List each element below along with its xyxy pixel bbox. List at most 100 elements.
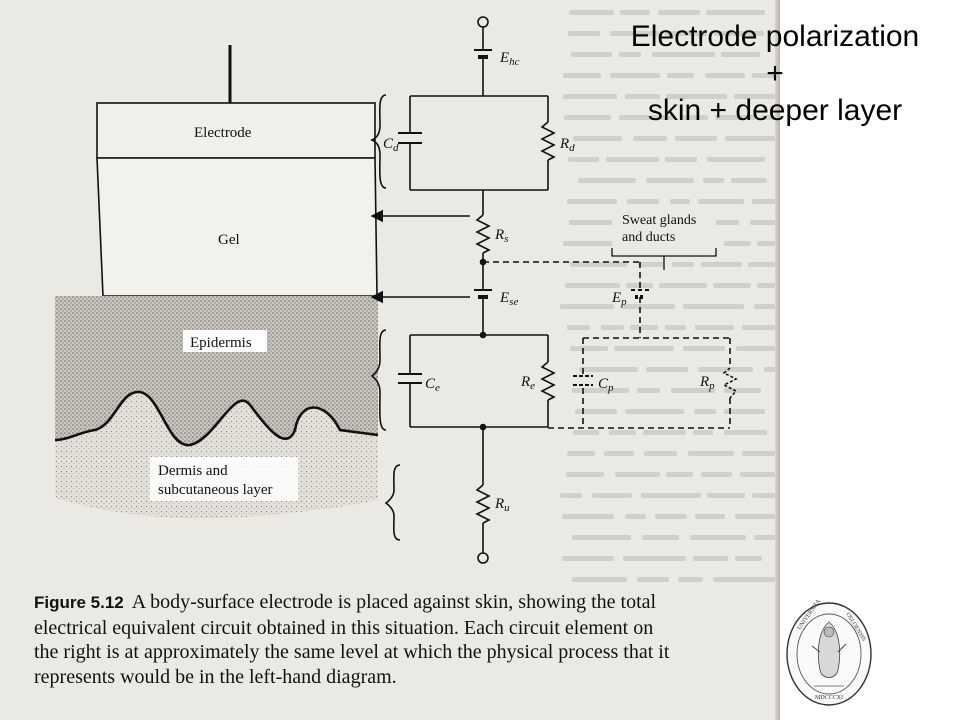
bleed-through-line <box>571 52 612 57</box>
bleed-through-line <box>625 409 684 414</box>
bleed-through-line <box>671 388 715 393</box>
terminal-top <box>477 16 489 28</box>
bleed-through-line <box>564 115 611 120</box>
bleed-through-line <box>698 367 753 372</box>
bleed-through-line <box>761 115 775 120</box>
bleed-through-line <box>683 346 725 351</box>
bleed-through-line <box>724 409 765 414</box>
label-rd: Rd <box>559 136 575 154</box>
brace-dermis <box>384 464 401 541</box>
bleed-through-line <box>573 136 622 141</box>
bleed-through-line <box>752 199 775 204</box>
bleed-through-line <box>569 220 628 225</box>
bleed-through-line <box>633 136 667 141</box>
bleed-through-line <box>713 283 751 288</box>
bleed-through-line <box>735 514 775 519</box>
epidermis-label: Epidermis <box>190 335 252 351</box>
bleed-through-line <box>678 577 703 582</box>
bleed-through-line <box>695 325 734 330</box>
electrode-label: Electrode <box>194 125 252 141</box>
slide-title-line2: + <box>766 57 784 90</box>
bleed-through-line <box>630 325 658 330</box>
bleed-through-line <box>666 94 727 99</box>
label-ese: Ese <box>499 290 518 308</box>
slide-title: Electrode polarization + skin + deeper l… <box>590 18 960 129</box>
bleed-through-line <box>610 31 659 36</box>
skin-layer-diagram: Electrode Gel Epidermis Dermis and subcu… <box>54 45 379 519</box>
bleed-through-line <box>601 325 624 330</box>
bleed-through-line <box>714 31 764 36</box>
dermis-label-line1: Dermis and <box>158 463 228 479</box>
bleed-through-text <box>560 10 775 582</box>
bleed-through-line <box>565 283 620 288</box>
bleed-through-line <box>725 136 775 141</box>
figure-label: Figure 5.12 <box>34 593 124 612</box>
bleed-through-line <box>619 52 641 57</box>
bleed-through-line <box>625 514 646 519</box>
sweat-label-bg <box>612 208 716 248</box>
bleed-through-line <box>752 493 775 498</box>
bleed-through-line <box>575 409 617 414</box>
level-indicators <box>370 94 470 541</box>
gel-block <box>96 157 378 297</box>
bleed-through-line <box>731 178 767 183</box>
epidermis-boundary <box>54 390 379 447</box>
bleed-through-line <box>693 556 728 561</box>
bleed-through-line <box>735 556 762 561</box>
bleed-through-line <box>675 136 717 141</box>
bleed-through-line <box>665 31 707 36</box>
figure-caption: Figure 5.12 A body-surface electrode is p… <box>34 590 774 689</box>
bleed-through-line <box>562 514 614 519</box>
junction-dot <box>479 423 487 431</box>
bleed-through-line <box>698 199 744 204</box>
bleed-through-line <box>592 493 632 498</box>
bleed-through-line <box>652 52 715 57</box>
bleed-through-line <box>724 241 751 246</box>
gel-label: Gel <box>218 232 240 248</box>
bleed-through-line <box>682 115 708 120</box>
bleed-through-line <box>658 10 700 15</box>
slide-title-line3: skin + deeper layer <box>647 94 903 127</box>
bleed-through-line <box>754 304 775 309</box>
bleed-through-line <box>566 472 604 477</box>
bleed-through-line <box>610 73 660 78</box>
dermis-label-line2: subcutaneous layer <box>158 482 273 498</box>
bleed-through-line <box>724 430 767 435</box>
bleed-through-line <box>750 220 775 225</box>
sweat-label-line2: and ducts <box>622 230 675 245</box>
bleed-through-line <box>570 346 608 351</box>
bleed-through-line <box>563 241 614 246</box>
brace-epidermis <box>370 329 387 431</box>
caption-line2: electrical equivalent circuit obtained i… <box>34 616 654 639</box>
bleed-through-line <box>615 472 660 477</box>
bleed-through-line <box>638 262 664 267</box>
bleed-through-line <box>567 451 595 456</box>
bleed-through-line <box>672 262 694 267</box>
resistor-re <box>540 361 556 401</box>
bleed-through-line <box>695 514 725 519</box>
bleed-through-line <box>713 577 775 582</box>
bleed-through-line <box>703 178 724 183</box>
bleed-through-line <box>670 199 690 204</box>
junction-dot <box>479 258 487 266</box>
resistor-rs <box>475 214 491 254</box>
component-labels: Ehc Cd Rd Rs Ese Ep Ce Re Cp Rp Ru Sweat… <box>383 50 717 514</box>
bleed-through-line <box>568 31 600 36</box>
bleed-through-line <box>736 346 775 351</box>
caption-line1: A body-surface electrode is placed again… <box>131 591 657 613</box>
bleed-through-line <box>734 94 775 99</box>
bleed-through-line <box>705 73 745 78</box>
bleed-through-line <box>748 262 775 267</box>
slide-title-line1: Electrode polarization <box>630 20 920 53</box>
page-edge <box>775 0 780 720</box>
bleed-through-line <box>646 178 694 183</box>
electrode-block <box>96 102 376 159</box>
bleed-through-line <box>625 94 660 99</box>
bleed-through-line <box>614 346 674 351</box>
resistor-ru <box>475 484 491 524</box>
bleed-through-line <box>642 535 679 540</box>
bleed-through-line <box>637 577 669 582</box>
dermis-label-bg <box>150 457 298 501</box>
bleed-through-line <box>567 199 617 204</box>
